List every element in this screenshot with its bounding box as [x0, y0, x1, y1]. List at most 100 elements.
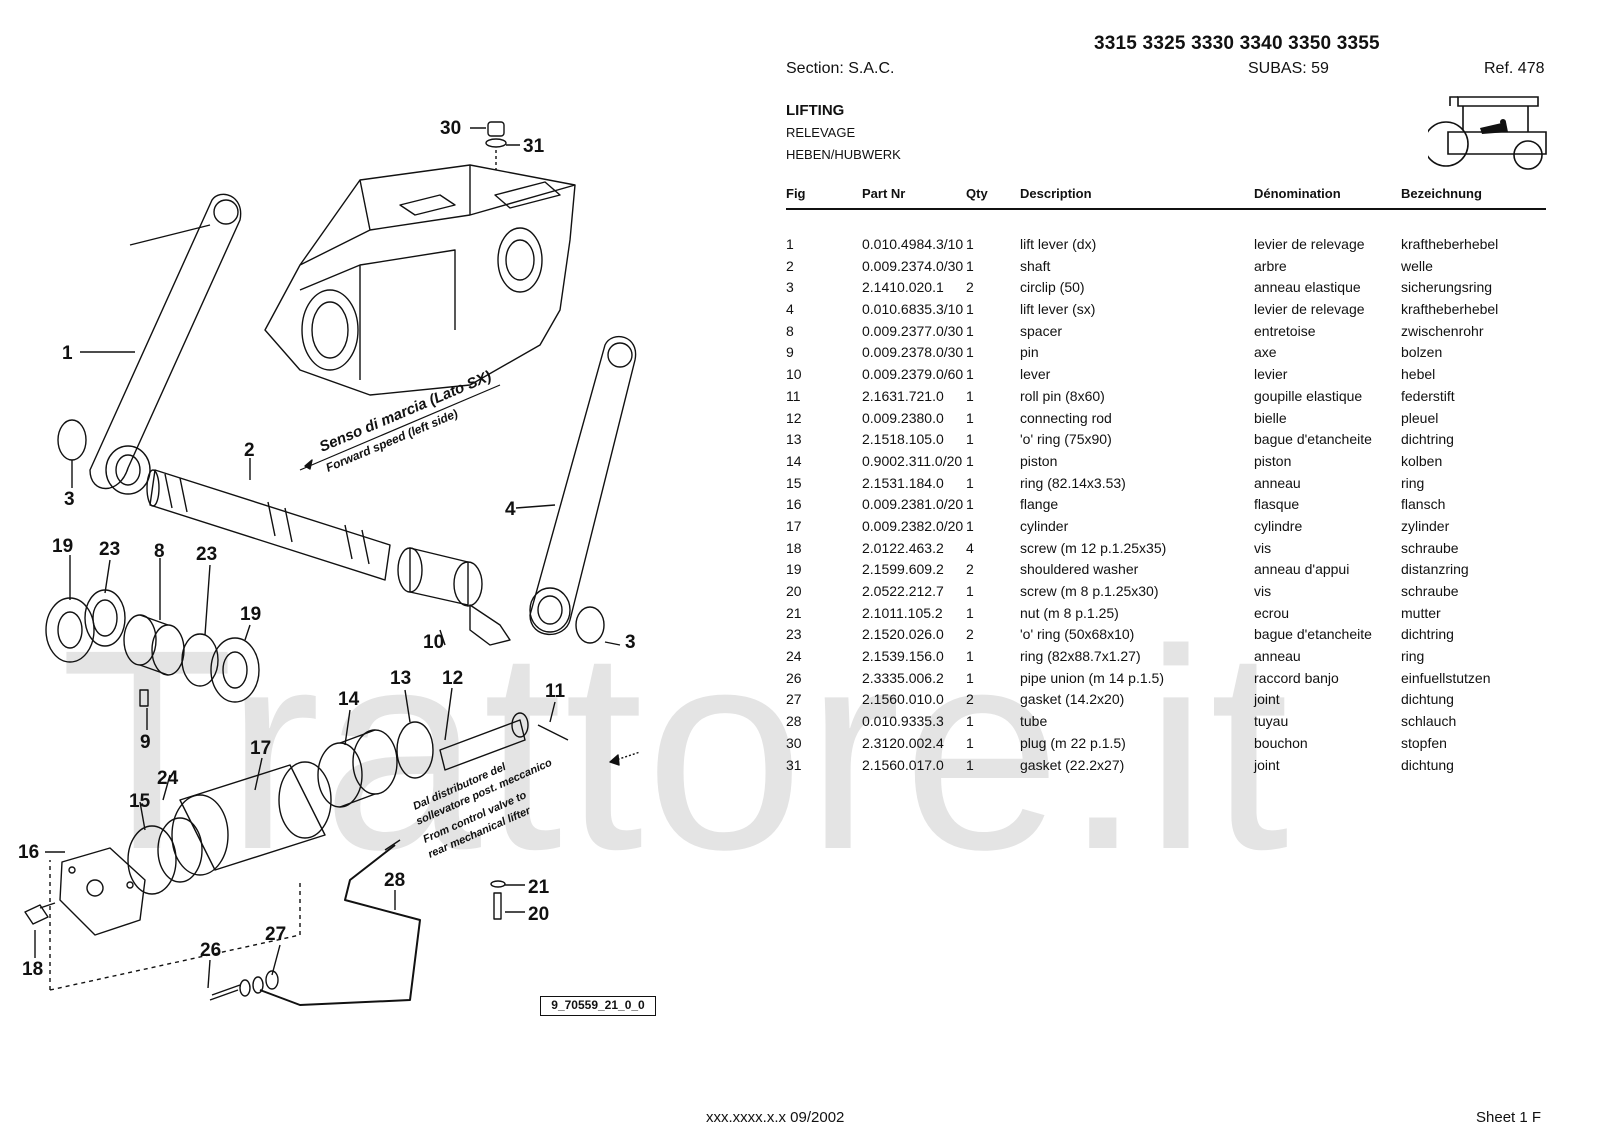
- subas-label: SUBAS: 59: [1248, 60, 1329, 77]
- cell-part-number: 2.1518.105.0: [862, 431, 944, 448]
- cell-description: ring (82.14x3.53): [1020, 474, 1126, 491]
- cell-part-number: 0.9002.311.0/20: [862, 452, 963, 469]
- title-german: HEBEN/HUBWERK: [786, 147, 901, 162]
- section-label: Section: S.A.C.: [786, 60, 895, 77]
- cell-bezeichnung: stopfen: [1401, 734, 1447, 751]
- cell-denomination: levier de relevage: [1254, 236, 1365, 252]
- callout-19a: 19: [52, 536, 73, 557]
- sleeve-lever: [409, 547, 469, 606]
- cell-qty: 1: [966, 322, 974, 339]
- cell-fig: 19: [786, 561, 802, 578]
- title-english: LIFTING: [786, 102, 845, 119]
- cell-description: ring (82x88.7x1.27): [1020, 648, 1141, 665]
- cell-description: 'o' ring (50x68x10): [1020, 626, 1135, 643]
- cell-bezeichnung: schlauch: [1401, 713, 1457, 730]
- cell-description: spacer: [1020, 322, 1063, 339]
- cell-bezeichnung: flansch: [1401, 496, 1446, 513]
- footer-code: xxx.xxxx.x.x 09/2002: [706, 1109, 845, 1126]
- cell-part-number: 2.1410.020.1: [862, 279, 944, 296]
- cell-bezeichnung: zylinder: [1401, 517, 1450, 534]
- lift-housing: [264, 164, 576, 396]
- cell-denomination: joint: [1254, 756, 1280, 773]
- cell-part-number: 2.1599.609.2: [862, 561, 944, 578]
- cell-fig: 20: [786, 583, 802, 599]
- cell-description: tube: [1020, 713, 1048, 730]
- cell-fig: 3: [786, 279, 794, 296]
- cell-part-number: 0.009.2378.0/30: [862, 344, 964, 361]
- cell-denomination: anneau d'appui: [1254, 561, 1350, 578]
- callout-26: 26: [200, 940, 221, 961]
- cell-fig: 16: [786, 496, 802, 513]
- cell-fig: 13: [786, 431, 802, 448]
- cell-part-number: 0.009.2382.0/20: [862, 517, 964, 534]
- cell-qty: 1: [966, 496, 974, 513]
- cell-qty: 1: [966, 713, 974, 730]
- cell-fig: 30: [786, 734, 802, 751]
- drawing-code: 9_70559_21_0_0: [540, 996, 656, 1016]
- cell-bezeichnung: pleuel: [1401, 409, 1439, 426]
- cell-description: screw (m 8 p.1.25x30): [1020, 583, 1159, 599]
- cell-bezeichnung: zwischenrohr: [1401, 322, 1484, 339]
- col-header-bezeichnung: Bezeichnung: [1401, 186, 1482, 201]
- cell-bezeichnung: schraube: [1401, 539, 1459, 556]
- cell-bezeichnung: einfuellstutzen: [1401, 669, 1491, 686]
- callout-28: 28: [384, 870, 405, 891]
- cell-description: roll pin (8x60): [1020, 387, 1105, 404]
- col-header-denomination: Dénomination: [1254, 186, 1341, 201]
- cell-denomination: bielle: [1254, 409, 1287, 426]
- parts-table-header: Fig Part Nr Qty Description Dénomination…: [786, 180, 1546, 210]
- cell-qty: 1: [966, 452, 974, 469]
- cell-part-number: 2.0522.212.7: [862, 583, 944, 599]
- callout-20: 20: [528, 904, 549, 925]
- callout-30: 30: [440, 118, 461, 139]
- cell-qty: 1: [966, 517, 974, 534]
- cell-qty: 1: [966, 409, 974, 426]
- callout-13: 13: [390, 668, 411, 689]
- cell-qty: 2: [966, 561, 974, 578]
- cell-bezeichnung: dichtung: [1401, 691, 1454, 708]
- cell-part-number: 0.010.6835.3/10: [862, 301, 964, 318]
- cell-fig: 4: [786, 301, 794, 318]
- cell-denomination: entretoise: [1254, 322, 1316, 339]
- cell-qty: 2: [966, 279, 974, 296]
- title-french: RELEVAGE: [786, 125, 856, 140]
- callout-21: 21: [528, 877, 550, 898]
- cell-part-number: 2.1539.156.0: [862, 648, 944, 665]
- lift-lever-left: [529, 335, 637, 636]
- cell-description: 'o' ring (75x90): [1020, 431, 1112, 448]
- ref-label: Ref. 478: [1484, 60, 1545, 77]
- cell-part-number: 0.009.2380.0: [862, 409, 944, 426]
- cell-description: flange: [1020, 496, 1059, 513]
- cell-description: lever: [1020, 366, 1051, 383]
- cell-fig: 28: [786, 713, 802, 730]
- cell-denomination: ecrou: [1254, 604, 1290, 621]
- cell-bezeichnung: kraftheberhebel: [1401, 301, 1499, 318]
- cell-denomination: bague d'etancheite: [1254, 431, 1372, 448]
- cell-part-number: 0.009.2379.0/60: [862, 366, 964, 383]
- cell-fig: 8: [786, 322, 794, 339]
- cell-part-number: 0.009.2374.0/30: [862, 257, 964, 274]
- cell-qty: 2: [966, 691, 974, 708]
- cell-part-number: 0.010.9335.3: [862, 713, 944, 730]
- cell-part-number: 2.1560.010.0: [862, 691, 944, 708]
- cell-description: connecting rod: [1020, 409, 1112, 426]
- cell-qty: 1: [966, 583, 974, 599]
- col-header-fig: Fig: [786, 186, 806, 201]
- cell-denomination: piston: [1254, 452, 1292, 469]
- cell-qty: 4: [966, 539, 974, 556]
- cell-denomination: raccord banjo: [1254, 669, 1339, 686]
- cell-qty: 1: [966, 669, 974, 686]
- cell-bezeichnung: ring: [1401, 648, 1425, 665]
